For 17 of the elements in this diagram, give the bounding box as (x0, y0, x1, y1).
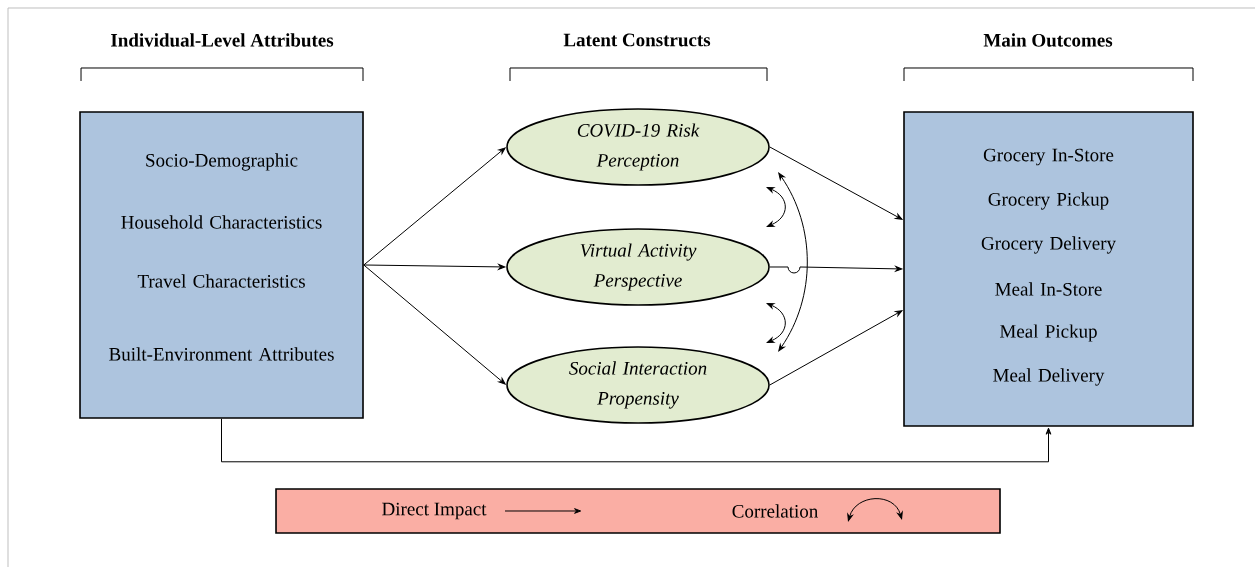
factor-box: Socio-Demographic Household Characteristics Travel Characteristics Built-Environment Attributes (79, 111, 364, 419)
arrow (221, 418, 1052, 463)
arrow (769, 266, 903, 274)
arrow (363, 147, 506, 266)
arrow (778, 172, 808, 352)
legend-text: Direct Impact (382, 502, 487, 520)
heading: Individual-Level Attributes (111, 33, 334, 47)
legend-text: Correlation (732, 504, 818, 518)
heading: Main Outcomes (983, 33, 1113, 47)
outcome-box: Grocery In-Store Grocery Pickup Grocery Delivery Meal In-Store Meal Pickup Meal Delivery (903, 111, 1194, 427)
arrow (363, 264, 506, 385)
arrow (363, 264, 506, 270)
arrow (766, 303, 786, 343)
heading: Latent Constructs (563, 33, 711, 47)
arrow (766, 187, 786, 227)
arrow (769, 146, 903, 220)
arrow (769, 310, 903, 386)
